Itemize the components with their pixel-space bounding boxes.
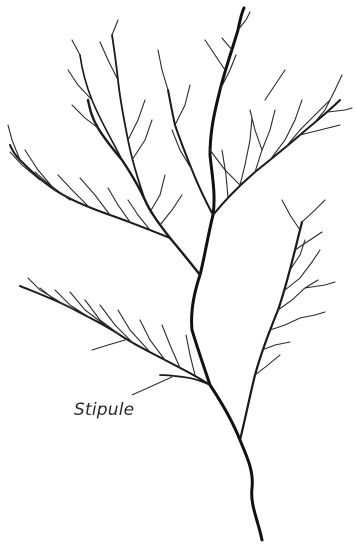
branch-lower-left [20,286,210,385]
twigs-lower-left [28,278,195,375]
branch-left-far [10,145,170,238]
twigs-upper-right [205,12,352,198]
branch-upper-right [213,100,340,215]
branch-upper-center [168,90,213,215]
main-stem [192,8,262,540]
branch-top-mid [80,55,122,160]
branch-top-left [112,35,145,200]
twigs-upper-left [68,20,192,225]
stipule-label: Stipule [74,402,134,419]
stipule-leader-line [132,377,172,395]
twigs-right-lower [255,200,335,375]
branch-right-lower [240,222,302,440]
